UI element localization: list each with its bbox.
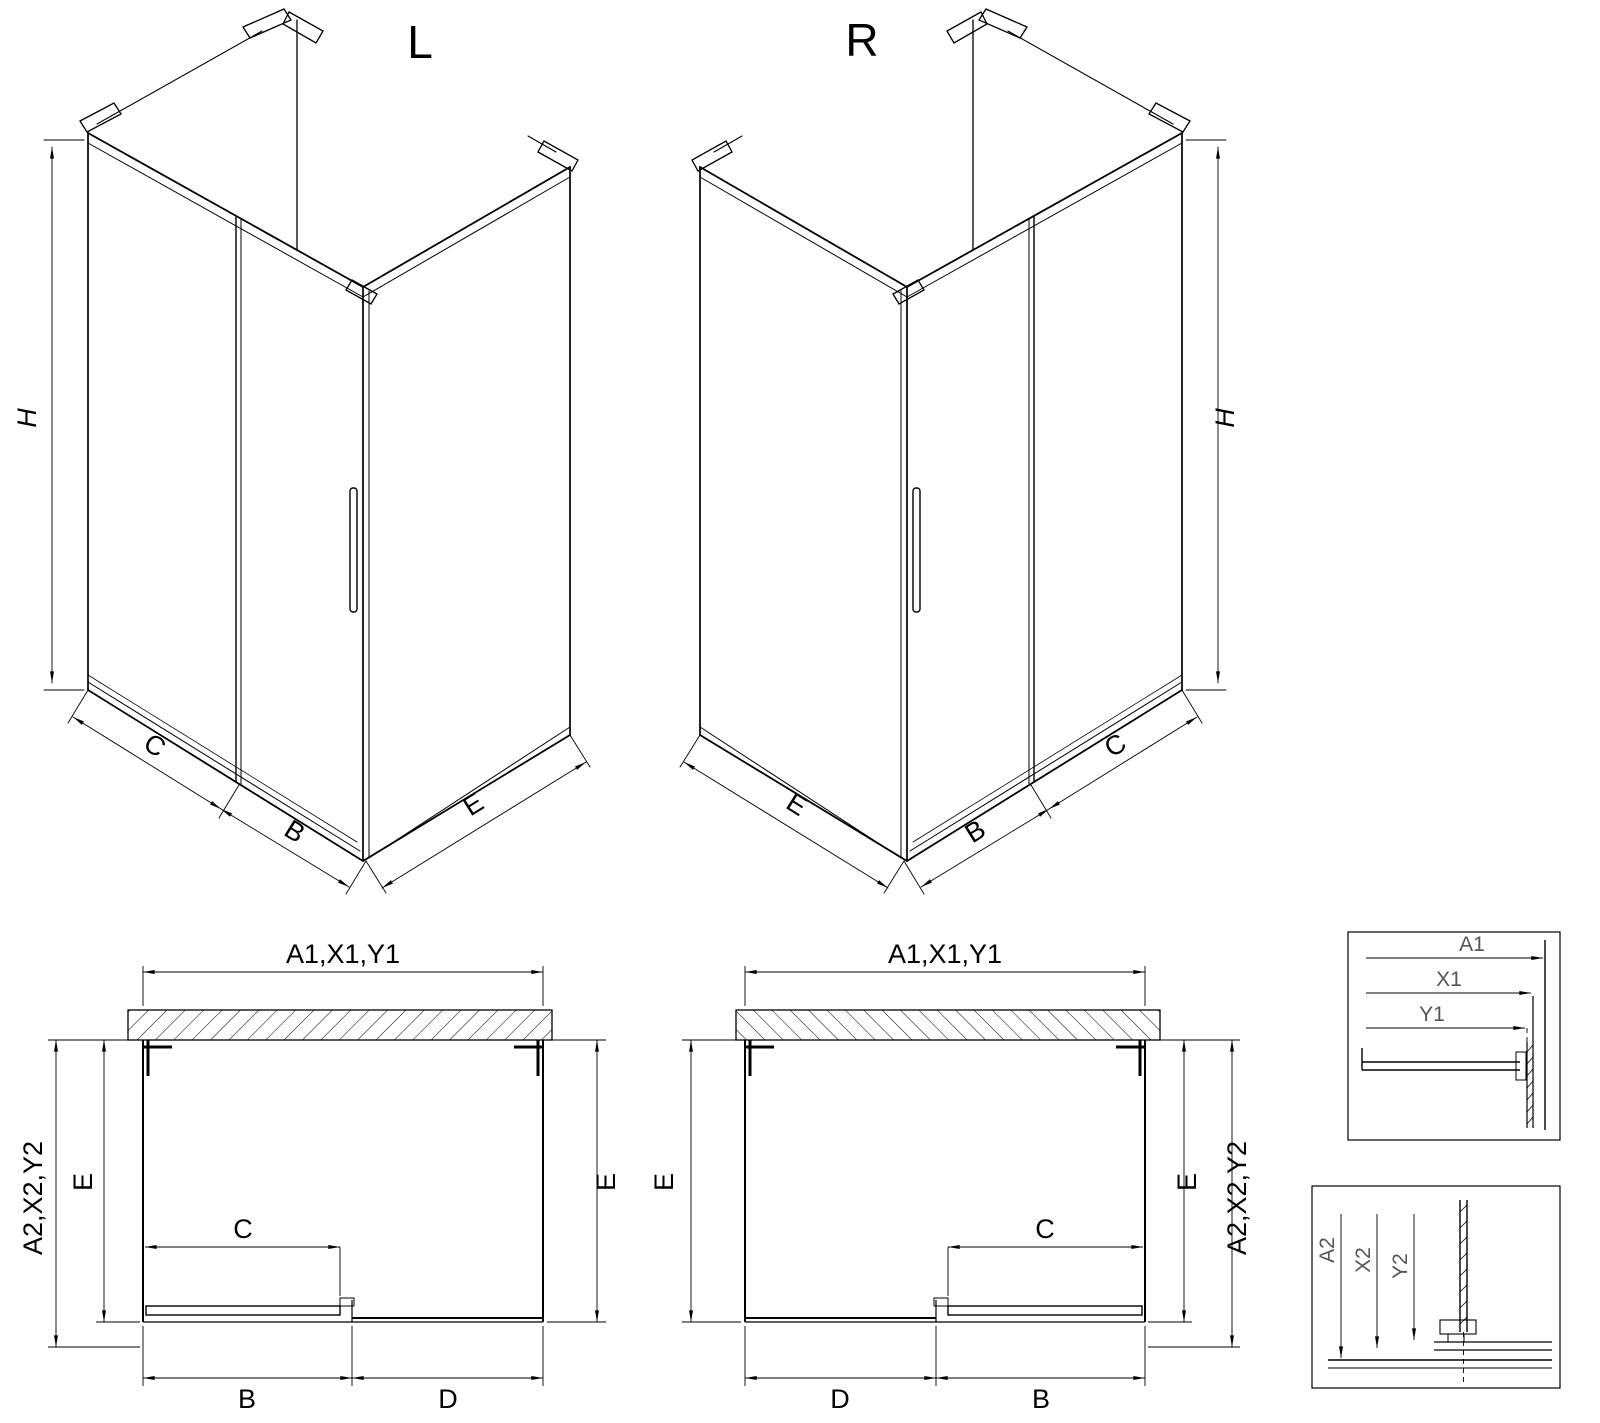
dim-label-d-plan-left: D <box>438 1384 458 1414</box>
view-label-left: L <box>407 16 433 68</box>
dim-label-h-left: H <box>12 408 42 428</box>
dim-label-h-right: H <box>1210 408 1240 428</box>
detail-view-top <box>1347 931 1561 1141</box>
dim-label-b-right: B <box>960 814 991 849</box>
dim-label-y2-detail: Y2 <box>1389 1253 1412 1279</box>
plan-dimension-lines <box>48 966 606 1386</box>
ceiling-bracket <box>242 8 292 39</box>
dim-label-b-plan-left: B <box>238 1384 256 1414</box>
wall-clamp-right <box>537 140 579 172</box>
glass-hatch <box>1526 1044 1534 1125</box>
iso-view-right <box>680 9 1226 894</box>
detail-bottom-frame <box>1311 1185 1561 1389</box>
view-label-right: R <box>845 14 878 66</box>
door-stile <box>339 1297 355 1307</box>
dim-label-e-plan-left-1: E <box>68 1173 98 1191</box>
plan-view-left <box>48 966 606 1386</box>
dim-label-b-plan-right: B <box>1032 1384 1050 1414</box>
dim-label-b-left: B <box>279 814 310 849</box>
dim-label-e-plan-left-2: E <box>591 1173 621 1191</box>
dim-label-a1-detail: A1 <box>1459 933 1485 956</box>
dim-label-e-plan-right-2: E <box>1172 1173 1202 1191</box>
dim-label-c-right: C <box>1099 727 1131 763</box>
dim-label-x1-detail: X1 <box>1436 968 1462 991</box>
door-handle <box>349 487 358 613</box>
glass-hatch <box>1459 1204 1468 1325</box>
sliding-door-panel <box>145 1305 341 1316</box>
dim-label-a1x1y1-right: A1,X1,Y1 <box>888 939 1002 969</box>
dim-label-c-left: C <box>139 727 171 763</box>
corner-connector <box>345 279 378 305</box>
dim-label-a1x1y1-left: A1,X1,Y1 <box>286 939 400 969</box>
wall-hatched <box>127 1009 553 1041</box>
detail-top-dimensions <box>1366 956 1543 1042</box>
dim-label-a2-detail: A2 <box>1316 1237 1339 1263</box>
roller-block <box>1439 1319 1477 1335</box>
dim-label-e-left: E <box>458 787 489 822</box>
support-bar <box>96 30 263 125</box>
dim-label-c-plan-right: C <box>1035 1214 1055 1244</box>
detail-bottom-dimensions <box>1339 1214 1416 1358</box>
dim-label-a2x2y2-right: A2,X2,Y2 <box>1222 1141 1252 1255</box>
dim-label-e-plan-right-1: E <box>649 1173 679 1191</box>
plan-structure <box>127 1009 553 1323</box>
dim-label-a2x2y2-left: A2,X2,Y2 <box>18 1141 48 1255</box>
iso-view-left <box>43 8 591 895</box>
corner-profile <box>1515 1051 1527 1081</box>
dim-label-e-right: E <box>781 787 812 822</box>
dim-label-d-plan-right: D <box>830 1384 850 1414</box>
wall-clamp-left <box>79 102 122 133</box>
dim-label-x2-detail: X2 <box>1352 1247 1375 1273</box>
dim-label-y1-detail: Y1 <box>1419 1003 1445 1026</box>
detail-top-frame <box>1347 931 1561 1141</box>
plan-view-right <box>682 966 1240 1386</box>
dim-label-c-plan-left: C <box>233 1214 253 1244</box>
dimension-lines <box>43 139 591 895</box>
roller <box>1447 1333 1465 1343</box>
detail-view-bottom <box>1311 1185 1561 1389</box>
